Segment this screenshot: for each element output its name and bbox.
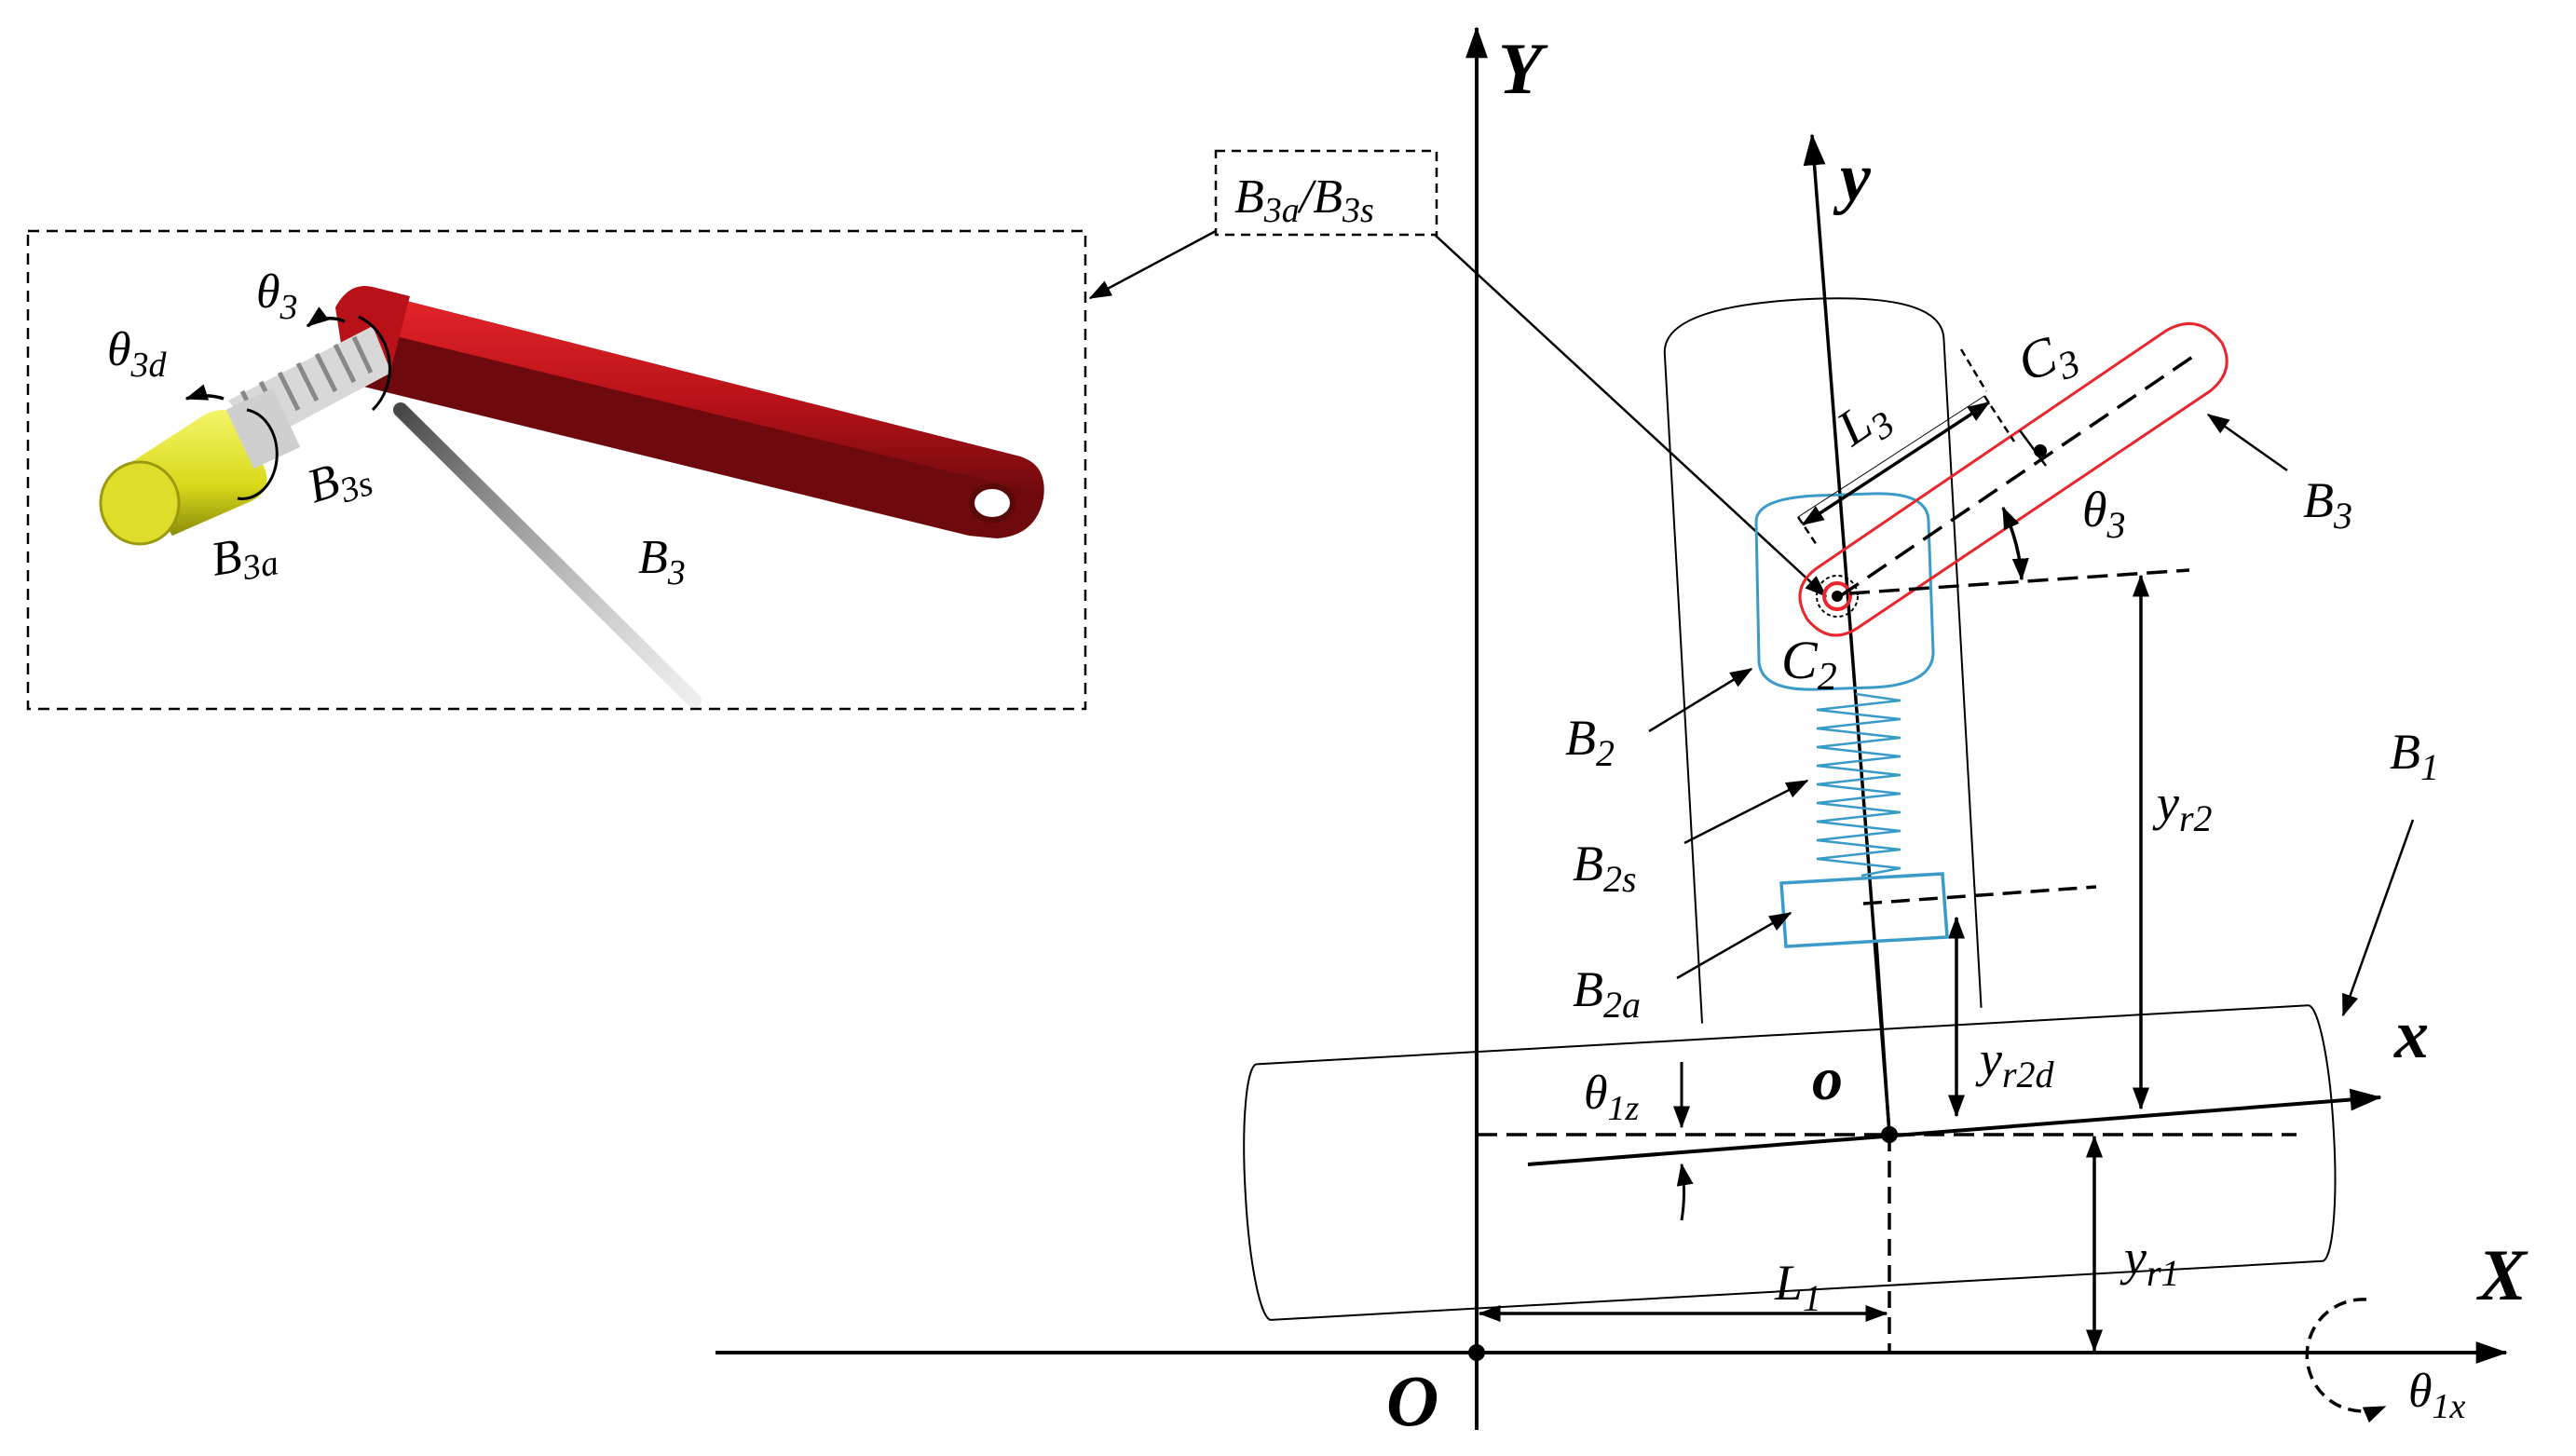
red-link-3d — [335, 285, 1044, 538]
callout: B3a/B3s — [1088, 149, 1828, 598]
l1-dimension: L1 — [1478, 1255, 1888, 1322]
svg-text:B2s: B2s — [1573, 836, 1637, 900]
body-b2-housing — [1663, 297, 1983, 1024]
svg-text:yr2d: yr2d — [1975, 1031, 2055, 1095]
svg-text:θ1x: θ1x — [2408, 1365, 2466, 1426]
svg-text:B3s: B3s — [301, 444, 377, 520]
global-axes: X Y O θ1x — [716, 26, 2528, 1441]
svg-text:Y: Y — [1498, 28, 1548, 109]
yr1-dimension: yr1 — [2086, 1135, 2180, 1353]
svg-text:B1: B1 — [2390, 724, 2439, 788]
svg-text:θ3: θ3 — [2082, 482, 2126, 546]
svg-text:yr1: yr1 — [2119, 1230, 2180, 1294]
svg-text:yr2: yr2 — [2152, 775, 2213, 839]
yr2d-dimension: yr2d — [1948, 916, 2055, 1118]
svg-text:C2: C2 — [1781, 630, 1837, 699]
svg-text:L1: L1 — [1774, 1255, 1821, 1319]
svg-text:θ1z: θ1z — [1584, 1067, 1640, 1128]
svg-text:X: X — [2476, 1234, 2528, 1315]
b3-link: L3 C3 θ3 B3 — [1796, 318, 2352, 637]
svg-text:O: O — [1386, 1360, 1438, 1441]
svg-text:B2a: B2a — [1573, 961, 1641, 1026]
part-labels: B2 B2s B2a B1 — [1565, 667, 2439, 1026]
svg-text:B3a: B3a — [207, 524, 281, 593]
c2-slider: C2 — [1754, 492, 1935, 699]
inset-panel: θ3 θ3d B3s B3a B3 — [26, 229, 1087, 711]
svg-text:C3: C3 — [2010, 318, 2085, 401]
svg-text:o: o — [1812, 1045, 1843, 1113]
b2s-spring — [1816, 692, 1901, 878]
svg-text:x: x — [2393, 997, 2429, 1073]
svg-text:θ3: θ3 — [256, 265, 298, 327]
svg-text:θ3d: θ3d — [107, 323, 168, 385]
yr2-dimension: yr2 — [2133, 574, 2213, 1110]
actuator-3d — [99, 388, 301, 546]
theta1z-marker: θ1z — [1584, 1062, 1694, 1221]
body-b1 — [1243, 1004, 2337, 1321]
svg-text:B2: B2 — [1565, 710, 1615, 774]
svg-text:B3: B3 — [2303, 472, 2352, 537]
svg-text:B3a/B3s: B3a/B3s — [1234, 170, 1374, 230]
svg-text:y: y — [1833, 140, 1872, 216]
svg-text:B3: B3 — [638, 531, 686, 592]
